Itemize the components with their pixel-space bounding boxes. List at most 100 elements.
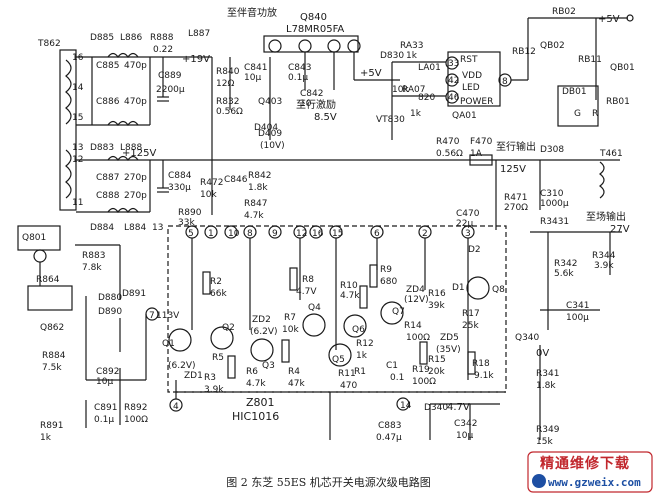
component-label: Q2 xyxy=(222,323,235,333)
component-label: 12 xyxy=(296,229,307,239)
component-label: C891 xyxy=(94,403,117,413)
component-label: QB01 xyxy=(610,63,635,73)
component-label: 5.6k xyxy=(554,269,574,279)
component-label: QB02 xyxy=(540,41,565,51)
component-label: R832 xyxy=(216,97,239,107)
component-label: VDD xyxy=(462,71,482,81)
component-label: ZD1 xyxy=(184,371,203,381)
label-to-h-drive: 至行激励 xyxy=(296,98,336,111)
component-label: 47k xyxy=(288,379,305,389)
component-label: R18 xyxy=(472,359,490,369)
component-label: G xyxy=(574,109,581,119)
component-label: C885 xyxy=(96,61,119,71)
component-label: R890 xyxy=(178,208,202,218)
component-label: 0.22 xyxy=(153,45,173,55)
component-label: R891 xyxy=(40,421,63,431)
label-v47: 4.7V xyxy=(447,402,470,413)
component-label: D884 xyxy=(90,223,114,233)
component-label: 4.7V xyxy=(296,287,317,297)
component-label: 6 xyxy=(374,229,380,239)
component-label: 680 xyxy=(380,277,397,287)
component-label: VT830 xyxy=(376,115,405,125)
component-label: R344 xyxy=(592,251,616,261)
component-label: 22μ xyxy=(456,219,473,229)
component-label: C892 xyxy=(96,367,119,377)
component-label: R892 xyxy=(124,403,147,413)
component-label: 46 xyxy=(448,93,460,103)
component-label: Q4 xyxy=(308,303,321,313)
component-label: R864 xyxy=(36,275,60,285)
component-label: R6 xyxy=(246,367,258,377)
component-label: D404 xyxy=(254,123,278,133)
component-label: (12V) xyxy=(404,295,429,305)
component-label: C843 xyxy=(288,63,311,73)
component-label: C888 xyxy=(96,191,120,201)
component-label: 0.56Ω xyxy=(436,149,463,159)
component-label: Q340 xyxy=(515,333,540,343)
component-label: POWER xyxy=(460,97,493,107)
component-label: C883 xyxy=(378,421,401,431)
component-label: 113V xyxy=(156,311,180,321)
component-label: L887 xyxy=(188,29,210,39)
component-label: D891 xyxy=(122,289,146,299)
component-label: C342 xyxy=(454,419,477,429)
component-label: 16 xyxy=(72,53,84,63)
component-label: 1.8k xyxy=(536,381,556,391)
component-label: 25k xyxy=(462,321,479,331)
component-label: ZD2 xyxy=(252,315,271,325)
label-plus5: +5V xyxy=(598,14,620,25)
component-label: R888 xyxy=(150,33,174,43)
label-v0: 0V xyxy=(536,348,549,359)
component-label: R14 xyxy=(404,321,422,331)
label-to-h-out: 至行输出 xyxy=(496,140,536,153)
component-label: 15k xyxy=(536,437,553,447)
component-label: D890 xyxy=(98,307,122,317)
component-label: 270p xyxy=(124,173,147,183)
component-label: R5 xyxy=(212,353,224,363)
label-regulator-ref: Q840 xyxy=(300,12,327,23)
component-label: D409 xyxy=(258,129,282,139)
component-label: R19 xyxy=(412,365,430,375)
component-label: Q403 xyxy=(258,97,282,107)
component-label: R8 xyxy=(302,275,314,285)
component-label: 0.1μ xyxy=(288,73,308,83)
component-label: C887 xyxy=(96,173,119,183)
component-label: (6.2V) xyxy=(168,361,196,371)
component-label: D885 xyxy=(90,33,114,43)
watermark-url: www.gzweix.com xyxy=(548,476,641,489)
component-label: RA33 xyxy=(400,41,424,51)
component-label: 0.1μ xyxy=(94,415,114,425)
component-label: 8 xyxy=(247,229,253,239)
component-label: R847 xyxy=(244,199,267,209)
component-label: 1k xyxy=(410,109,422,119)
component-label: 11 xyxy=(72,198,83,208)
label-ic-ref: Z801 xyxy=(246,396,275,409)
component-label: 7 xyxy=(149,311,155,321)
component-label: R12 xyxy=(356,339,374,349)
component-label: C310 xyxy=(540,189,564,199)
component-label: Q801 xyxy=(22,233,46,243)
component-label: 1.8k xyxy=(248,183,268,193)
component-label: 20k xyxy=(428,367,445,377)
component-label: C841 xyxy=(244,63,267,73)
component-label: 470p xyxy=(124,61,147,71)
component-label: F470 xyxy=(470,137,493,147)
component-label: 1000μ xyxy=(540,199,569,209)
transformer-t862-core xyxy=(59,49,77,211)
component-label: DB01 xyxy=(562,87,587,97)
component-label: 15 xyxy=(332,229,343,239)
component-label: 100Ω xyxy=(412,377,436,387)
component-label: 0.1 xyxy=(390,373,404,383)
component-label: 2 xyxy=(422,229,428,239)
label-to-audio: 至伴音功放 xyxy=(227,6,277,19)
component-label: 8 xyxy=(502,77,508,87)
component-label: D340 xyxy=(424,403,448,413)
component-label: Q6 xyxy=(352,325,365,335)
component-label: 10 xyxy=(228,229,240,239)
component-label: 4.7k xyxy=(246,379,266,389)
component-label: 1k xyxy=(356,351,368,361)
transformer-t862-winding-lower xyxy=(65,149,72,199)
component-label: 15 xyxy=(72,113,83,123)
component-label: R341 xyxy=(536,369,559,379)
component-label: C884 xyxy=(168,171,192,181)
